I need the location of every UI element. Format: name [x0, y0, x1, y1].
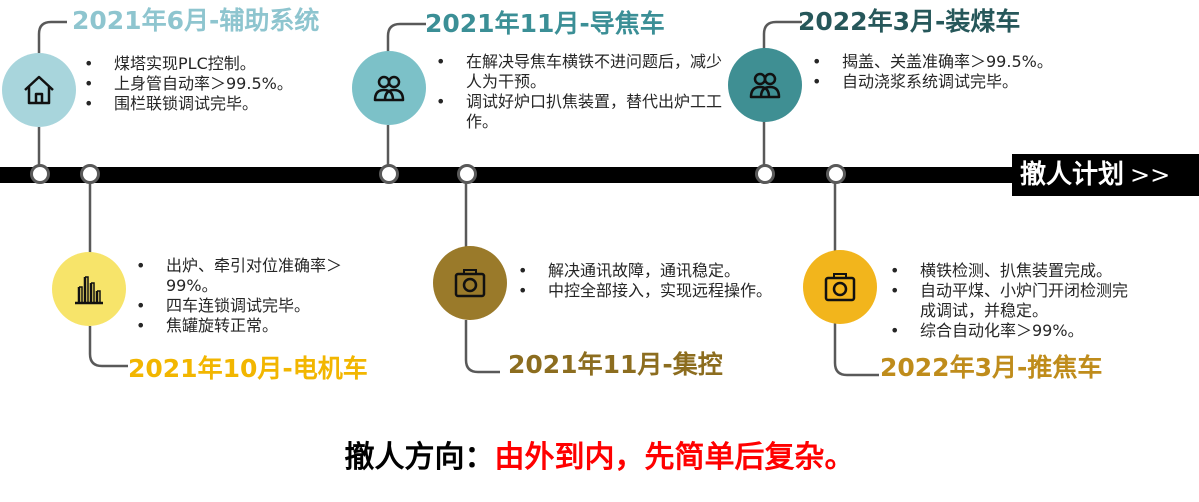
list-item: 围栏联锁调试完毕。 [84, 94, 354, 114]
list-item: 上身管自动率＞99.5%。 [84, 74, 354, 94]
timeline-dot [30, 164, 50, 184]
milestone-connector [37, 20, 67, 66]
milestone-circle [433, 246, 507, 320]
list-item: 调试好炉口扒焦装置，替代出炉工工作。 [436, 92, 726, 132]
camera-icon [454, 269, 486, 298]
milestone-connector [833, 323, 879, 379]
double-chevron-right-icon: >> [1130, 161, 1171, 189]
timeline-dot [457, 164, 477, 184]
camera-icon [824, 273, 856, 302]
milestone-connector [464, 183, 468, 247]
milestone-bullets: 解决通讯故障，通讯稳定。 中控全部接入，实现远程操作。 [518, 261, 778, 301]
timeline-dot [826, 164, 846, 184]
list-item: 四车连锁调试完毕。 [136, 296, 384, 316]
list-item: 自动浇浆系统调试完毕。 [812, 72, 1102, 92]
timeline-dot [755, 164, 775, 184]
list-item: 焦罐旋转正常。 [136, 316, 384, 336]
milestone-circle [803, 250, 877, 324]
milestone-title: 2022年3月-装煤车 [798, 7, 1021, 36]
milestone-bullets: 横铁检测、扒焦装置完成。 自动平煤、小炉门开闭检测完成调试，并稳定。 综合自动化… [890, 261, 1140, 341]
milestone-bullets: 出炉、牵引对位准确率＞99%。 四车连锁调试完毕。 焦罐旋转正常。 [136, 256, 384, 336]
milestone-title: 2022年3月-推焦车 [880, 353, 1103, 382]
list-item: 横铁检测、扒焦装置完成。 [890, 261, 1140, 281]
footer-highlight: 由外到内，先简单后复杂。 [494, 440, 855, 475]
milestone-title: 2021年11月-集控 [508, 350, 723, 379]
list-item: 自动平煤、小炉门开闭检测完成调试，并稳定。 [890, 281, 1140, 321]
milestone-connector [762, 20, 802, 50]
milestone-connector [464, 320, 500, 376]
milestone-connector [762, 122, 766, 167]
home-icon [24, 75, 54, 105]
footer-prefix: 撤人方向： [344, 440, 495, 475]
milestone-bullets: 揭盖、关盖准确率＞99.5%。 自动浇浆系统调试完毕。 [812, 52, 1102, 92]
list-item: 在解决导焦车横铁不进问题后，减少人为干预。 [436, 52, 726, 92]
milestone-circle [52, 252, 126, 326]
milestone-title: 2021年6月-辅助系统 [72, 6, 320, 35]
list-item: 解决通讯故障，通讯稳定。 [518, 261, 778, 281]
plan-badge-label: 撤人计划 [1020, 160, 1125, 190]
milestone-circle [352, 51, 426, 125]
milestone-connector [88, 326, 128, 370]
milestone-title: 2021年10月-电机车 [128, 354, 368, 383]
milestone-connector [386, 22, 426, 52]
users-icon [373, 75, 405, 102]
plan-badge: 撤人计划>> [1012, 154, 1199, 196]
list-item: 煤塔实现PLC控制。 [84, 54, 354, 74]
list-item: 中控全部接入，实现远程操作。 [518, 281, 778, 301]
milestone-title: 2021年11月-导焦车 [425, 9, 665, 38]
users-icon [749, 72, 781, 99]
milestone-connector [37, 127, 41, 167]
milestone-bullets: 煤塔实现PLC控制。 上身管自动率＞99.5%。 围栏联锁调试完毕。 [84, 54, 354, 114]
milestone-circle [728, 48, 802, 122]
milestone-bullets: 在解决导焦车横铁不进问题后，减少人为干预。 调试好炉口扒焦装置，替代出炉工工作。 [436, 52, 726, 132]
footer-statement: 撤人方向：由外到内，先简单后复杂。 [0, 440, 1199, 476]
milestone-connector [833, 183, 837, 251]
bar-chart-icon [75, 276, 103, 305]
timeline-dot [80, 164, 100, 184]
timeline-dot [379, 164, 399, 184]
list-item: 出炉、牵引对位准确率＞99%。 [136, 256, 384, 296]
list-item: 揭盖、关盖准确率＞99.5%。 [812, 52, 1102, 72]
list-item: 综合自动化率＞99%。 [890, 321, 1140, 341]
milestone-connector [386, 125, 390, 167]
milestone-connector [88, 183, 92, 253]
timeline-bar [0, 167, 1020, 183]
milestone-circle [2, 53, 76, 127]
